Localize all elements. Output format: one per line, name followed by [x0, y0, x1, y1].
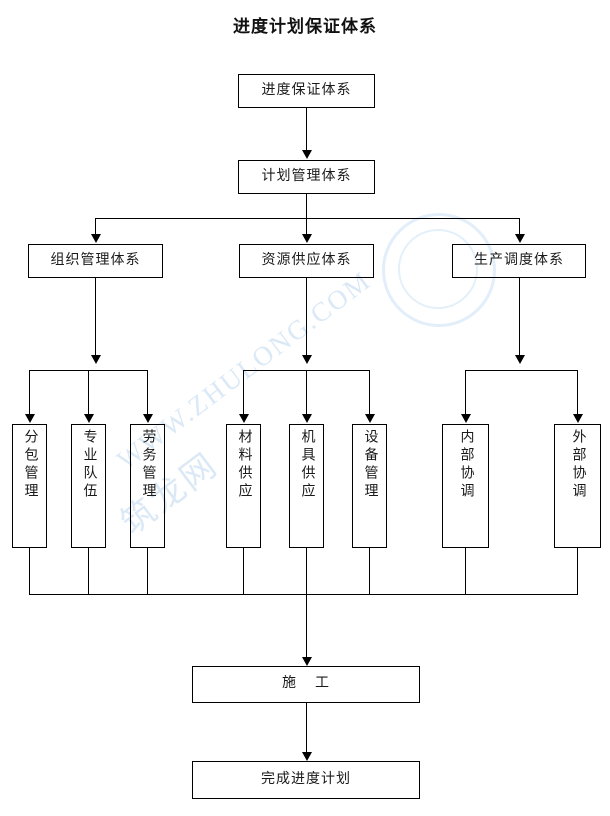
arrowhead-org-to-sub [25, 414, 35, 423]
arrowhead-root-to-plan [302, 150, 312, 159]
node-professional-team[interactable]: 专业队伍 [71, 424, 106, 548]
edge-merge-bar [29, 594, 578, 595]
edge-resource-to-material [243, 370, 244, 416]
node-professional-team-label: 专业队伍 [81, 429, 97, 501]
node-result-label: 完成进度计划 [261, 771, 351, 787]
node-org-management[interactable]: 组织管理体系 [28, 244, 163, 278]
arrowhead-org-to-labor [143, 414, 153, 423]
node-root[interactable]: 进度保证体系 [238, 74, 375, 108]
edge-production-stem [519, 278, 520, 357]
edge-leaf7-down [465, 548, 466, 594]
node-subcontract-management-label: 分包管理 [22, 429, 38, 501]
edge-plan-stem [306, 194, 307, 218]
edge-construction-to-result [306, 703, 307, 753]
node-plan[interactable]: 计划管理体系 [238, 160, 375, 194]
node-plan-label: 计划管理体系 [261, 168, 352, 184]
arrowhead-resource-stem [302, 355, 312, 364]
node-tool-supply[interactable]: 机具供应 [289, 424, 324, 548]
watermark-site: 筑龙网 [114, 446, 226, 543]
node-external-coordination[interactable]: 外部协调 [554, 424, 601, 548]
edge-resource-to-equipment [369, 370, 370, 416]
node-construction[interactable]: 施 工 [192, 666, 420, 703]
node-equipment-management[interactable]: 设备管理 [352, 424, 387, 548]
node-material-supply-label: 材料供应 [236, 429, 252, 501]
node-org-management-label: 组织管理体系 [50, 252, 141, 268]
arrowhead-resource-to-tools [302, 414, 312, 423]
arrowhead-org-stem [91, 355, 101, 364]
node-equipment-management-label: 设备管理 [362, 429, 378, 501]
edge-root-to-plan [306, 108, 307, 151]
edge-org-to-sub [29, 370, 30, 416]
node-labor-management-label: 劳务管理 [140, 429, 156, 501]
edge-org-to-labor [147, 370, 148, 416]
node-internal-coordination-label: 内部协调 [458, 429, 474, 501]
node-subcontract-management[interactable]: 分包管理 [12, 424, 47, 548]
arrowhead-bus-to-production [515, 234, 525, 243]
node-material-supply[interactable]: 材料供应 [226, 424, 261, 548]
edge-resource-stem [306, 278, 307, 357]
node-internal-coordination[interactable]: 内部协调 [442, 424, 489, 548]
edge-level2-bus [95, 218, 519, 219]
node-labor-management[interactable]: 劳务管理 [130, 424, 165, 548]
edge-leaf6-down [369, 548, 370, 594]
edge-merge-to-construction [306, 548, 307, 659]
arrowhead-production-to-internal [461, 414, 471, 423]
edge-leaf4-down [243, 548, 244, 594]
edge-leaf1-down [29, 548, 30, 594]
node-external-coordination-label: 外部协调 [570, 429, 586, 501]
edge-leaf8-down [577, 548, 578, 594]
node-root-label: 进度保证体系 [261, 82, 352, 98]
arrowhead-production-to-external [573, 414, 583, 423]
arrowhead-merge-to-construction [302, 657, 312, 666]
arrowhead-production-stem [515, 355, 525, 364]
arrowhead-bus-to-org [91, 234, 101, 243]
edge-resource-to-tools [306, 370, 307, 416]
edge-bus-to-resource [306, 218, 307, 235]
node-result[interactable]: 完成进度计划 [192, 761, 420, 799]
arrowhead-bus-to-resource [302, 234, 312, 243]
edge-leaf3-down [147, 548, 148, 594]
node-production-schedule[interactable]: 生产调度体系 [452, 244, 586, 278]
node-resource-supply[interactable]: 资源供应体系 [239, 244, 374, 278]
arrowhead-resource-to-material [239, 414, 249, 423]
edge-production-fanout-bar [465, 370, 577, 371]
edge-org-to-team [88, 370, 89, 416]
edge-production-to-internal [465, 370, 466, 416]
arrowhead-resource-to-equipment [365, 414, 375, 423]
edge-org-stem [95, 278, 96, 357]
arrowhead-construction-to-result [302, 752, 312, 761]
edge-production-to-external [577, 370, 578, 416]
node-production-schedule-label: 生产调度体系 [474, 252, 564, 268]
node-resource-supply-label: 资源供应体系 [261, 252, 352, 268]
page-title: 进度计划保证体系 [233, 17, 377, 36]
edge-leaf2-down [88, 548, 89, 594]
arrowhead-org-to-team [84, 414, 94, 423]
node-tool-supply-label: 机具供应 [299, 429, 315, 501]
edge-bus-to-production [519, 218, 520, 235]
edge-bus-to-org [95, 218, 96, 235]
node-construction-label: 施 工 [282, 676, 330, 692]
